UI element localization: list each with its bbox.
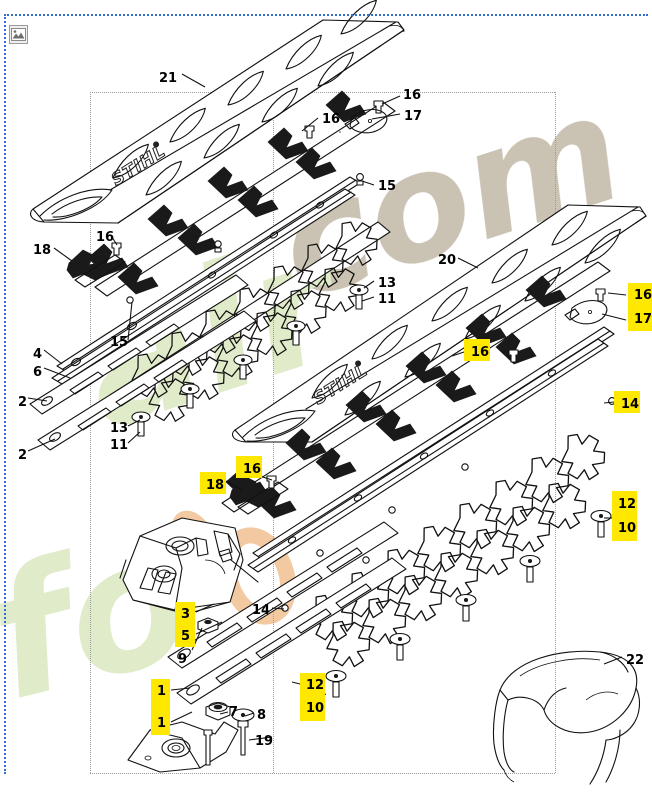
part-17-tip-guard (344, 108, 388, 134)
part-19-bolt-b (203, 729, 213, 766)
callout-13a: 13 (378, 276, 397, 291)
highlight-label-16: 16 (634, 288, 652, 303)
highlight-label-12-mid: 12 (306, 678, 325, 693)
part-19-long-bolt (237, 720, 249, 756)
part-13-washer-e (131, 411, 151, 423)
callout-14a: 14 (252, 603, 271, 618)
highlight-16-mid[interactable]: 16 (236, 456, 262, 478)
part-16-stud-e (508, 349, 519, 363)
part-16-stud-a (111, 242, 122, 256)
part-14-rivet-e (281, 604, 289, 612)
highlight-label-14: 14 (621, 397, 640, 412)
part-8-flat-washer (231, 708, 255, 722)
highlight-label-16-mid: 16 (243, 462, 262, 477)
callout-9: 9 (178, 652, 188, 667)
callout-19: 19 (255, 734, 274, 749)
callout-2a: 2 (18, 395, 28, 410)
callout-15b: 15 (110, 335, 129, 350)
highlight-3-5[interactable]: 3 5 (175, 602, 195, 647)
part-13-washer-b (286, 320, 306, 332)
callout-8: 8 (257, 708, 267, 723)
highlight-12-10-mid[interactable]: 12 10 (300, 673, 325, 721)
gear-housing (119, 517, 259, 615)
part-16-stud-b (304, 125, 315, 139)
highlight-14-right[interactable]: 14 (614, 391, 640, 413)
part-11-screw-e (137, 421, 145, 437)
highlight-1-1[interactable]: 1 1 (151, 679, 170, 735)
part-11-screw-d (186, 393, 194, 409)
lower-toothed-blade (167, 422, 615, 705)
highlight-label-18: 18 (206, 478, 225, 493)
highlight-label-3: 3 (181, 607, 191, 622)
part-11-screw-a (355, 294, 363, 310)
highlight-label-1b: 1 (157, 716, 167, 731)
highlight-18-mid[interactable]: 18 (200, 472, 226, 494)
part-11-screw-c (239, 364, 247, 380)
callout-7: 7 (229, 705, 239, 720)
callout-11a: 11 (378, 292, 397, 307)
lower-cutter-assembly (221, 261, 616, 612)
part-13-washer-d (180, 383, 200, 395)
callout-2b: 2 (18, 448, 28, 463)
highlight-label-1a: 1 (157, 684, 167, 699)
callout-21: 21 (159, 71, 178, 86)
part-11-screw-b (292, 330, 300, 346)
part-22-safety-glasses (492, 650, 641, 785)
part-16-stud-f (595, 288, 606, 302)
callout-11b: 11 (110, 438, 129, 453)
highlight-label-16-center: 16 (471, 345, 490, 360)
callout-6: 6 (33, 365, 43, 380)
callout-20: 20 (438, 253, 457, 268)
callout-16a: 16 (322, 112, 341, 127)
part-14-rivet-d (316, 549, 324, 557)
part-15-rivet-a (356, 173, 364, 181)
part-13-washer-c (233, 354, 253, 366)
part-15-rivet-a-body (356, 180, 364, 186)
highlight-label-17: 17 (634, 312, 652, 327)
callout-18a: 18 (33, 243, 52, 258)
callout-16b: 16 (403, 88, 422, 103)
callout-22: 22 (626, 653, 645, 668)
broken-image-icon (9, 25, 28, 44)
highlight-16-17-right[interactable]: 16 17 (628, 283, 652, 331)
highlight-label-5: 5 (181, 629, 191, 644)
part-18-tip-guard (66, 249, 126, 288)
callout-15a: 15 (378, 179, 397, 194)
part-9-hex-nut (197, 617, 219, 634)
highlight-16-center[interactable]: 16 (464, 339, 490, 361)
highlight-label-10-mid: 10 (306, 701, 325, 716)
upper-cutter-assembly (51, 90, 396, 385)
part-15-rivet-b (214, 240, 222, 248)
part-14-rivet-f (362, 556, 370, 564)
callout-17a: 17 (404, 109, 423, 124)
part-14-rivet-b (461, 463, 469, 471)
callout-16c: 16 (96, 230, 115, 245)
highlight-label-10-right: 10 (618, 521, 637, 536)
highlight-12-10-right[interactable]: 12 10 (612, 491, 637, 541)
part-14-rivet-c (388, 506, 396, 514)
part-15-rivet-c (126, 296, 134, 304)
callout-4: 4 (33, 347, 43, 362)
part-18-tip-guard-lower (229, 476, 289, 515)
part-12-10-fasteners (325, 131, 612, 698)
highlight-label-12-right: 12 (618, 497, 637, 512)
broken-image-glyph (11, 28, 26, 41)
part-2-toothed-blade-upper (29, 211, 391, 451)
part-7-lock-nut (205, 701, 231, 721)
callout-13b: 13 (110, 421, 129, 436)
part-17-tip-guard-lower (564, 299, 608, 325)
